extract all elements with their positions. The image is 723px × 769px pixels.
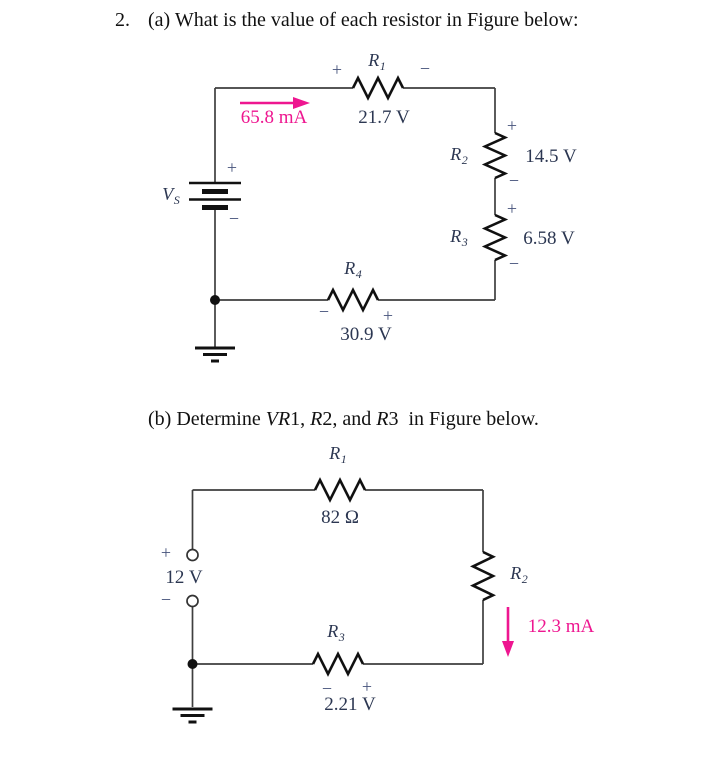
ground-icon-a [195,346,235,363]
r3-plus-sign: + [506,198,518,219]
terminal-minus-circle [186,594,199,608]
circuit-b [172,477,514,724]
resistor-label-b-r3: R3 [327,621,345,644]
source-minus-sign-a: − [228,208,240,229]
resistor-label-r3: R3 [450,226,468,249]
resistor-r2-zigzag-icon [481,131,509,180]
resistor-label-r2: R2 [450,144,468,167]
battery-icon [189,181,241,210]
junction-dot-b [187,659,198,669]
resistor-b-r2-zigzag-icon [469,550,497,602]
resistor-b-r1-zigzag-icon [313,477,367,503]
resistor-label-r4: R4 [344,258,362,281]
r3-minus-sign: − [508,253,520,274]
circuit-a-wires [214,87,496,347]
current-arrow-b-icon [502,607,514,657]
circuit-b-wires [191,489,484,707]
r4-plus-sign: + [382,305,394,326]
resistor-r1-zigzag-icon [351,75,405,101]
r1-minus-sign: − [419,58,431,79]
r1-plus-sign: + [331,59,343,80]
r2-plus-sign: + [506,115,518,136]
r2-minus-sign: − [508,170,520,191]
b-r3-minus-sign: − [321,678,333,699]
part-b-title: (b) Determine VR1, R2, and R3 in Figure … [148,408,539,430]
b-r3-voltage-value: 2.21 V [324,694,376,715]
resistor-label-b-r2: R2 [510,563,528,586]
source-voltage-value-b: 12 V [165,567,203,588]
b-r3-plus-sign: + [361,676,373,697]
current-arrow-a-icon [240,97,310,109]
source-plus-sign-a: + [226,157,238,178]
ground-icon-b [172,707,213,724]
resistor-label-r1: R1 [368,50,386,73]
r4-voltage-value: 30.9 V [340,324,392,345]
source-minus-sign-b: − [160,589,172,610]
junction-dot-a [210,295,220,305]
r3-voltage-value: 6.58 V [523,228,575,249]
r4-minus-sign: − [318,301,330,322]
circuit-a [189,75,509,363]
terminal-plus-circle [186,548,199,562]
resistor-b-r3-zigzag-icon [311,651,365,677]
resistor-r4-zigzag-icon [326,287,380,313]
current-value-a: 65.8 mA [240,107,308,128]
resistor-r3-zigzag-icon [481,213,509,262]
current-value-b: 12.3 mA [527,616,595,637]
r1-voltage-value: 21.7 V [358,107,410,128]
problem-number: 2. [115,9,130,31]
source-plus-sign-b: + [160,542,172,563]
b-r1-resistance-value: 82 Ω [321,507,359,528]
source-label-vs: VS [162,184,180,207]
resistor-label-b-r1: R1 [329,443,347,466]
part-a-title: (a) What is the value of each resistor i… [148,9,579,31]
r2-voltage-value: 14.5 V [525,146,577,167]
